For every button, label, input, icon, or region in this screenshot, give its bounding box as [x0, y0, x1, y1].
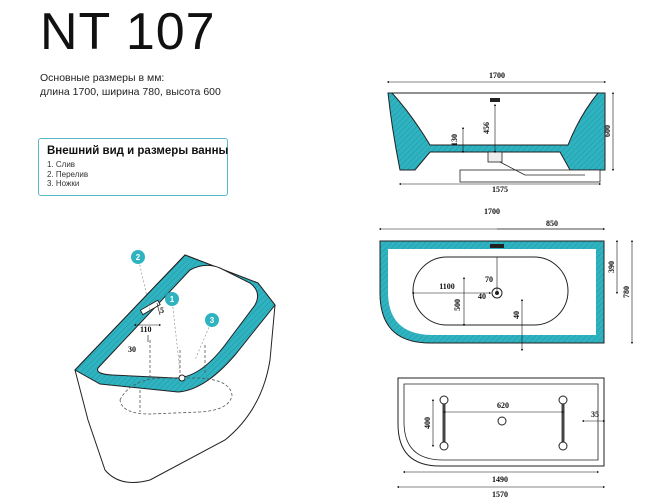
top-dim-780: 780: [622, 286, 631, 298]
top-dim-1700: 1700: [484, 207, 500, 216]
front-view: 1700 456 130 600 1575: [386, 71, 615, 194]
top-dim-40-b: 40: [512, 311, 521, 319]
top-dim-40-a: 40: [478, 292, 486, 301]
dimensions-line-2: длина 1700, ширина 780, высота 600: [40, 86, 221, 98]
front-dim-130: 130: [450, 134, 459, 146]
callout-2: 2: [131, 250, 145, 264]
bottom-dim-620: 620: [497, 401, 509, 410]
front-dim-1700: 1700: [489, 71, 505, 80]
bottom-dim-1570: 1570: [492, 490, 508, 499]
legend-title: Внешний вид и размеры ванны: [47, 145, 229, 157]
svg-text:1: 1: [170, 295, 175, 304]
front-dim-600: 600: [603, 125, 612, 137]
bottom-drain: [497, 416, 507, 426]
svg-text:2: 2: [136, 253, 141, 262]
front-dim-1575: 1575: [492, 185, 508, 194]
dimensions-summary: Основные размеры в мм: длина 1700, ширин…: [40, 71, 221, 99]
legend-item-drain: 1. Слив: [47, 160, 76, 169]
svg-text:3: 3: [210, 316, 215, 325]
product-title: NT 107: [40, 3, 216, 61]
legend-item-overflow: 2. Перелив: [47, 169, 89, 179]
iso-view: 5 110 30 2 1 3: [74, 250, 276, 483]
iso-drain: [178, 374, 186, 382]
legend-item-feet: 3. Ножки: [47, 179, 80, 188]
bottom-dim-35: 35: [591, 410, 599, 419]
iso-feet: [119, 340, 233, 415]
legend-box: Внешний вид и размеры ванны 1. Слив 2. П…: [38, 138, 228, 196]
callout-1: 1: [165, 292, 179, 306]
dimensions-line-1: Основные размеры в мм:: [40, 72, 165, 84]
top-dim-1100: 1100: [439, 282, 455, 291]
top-dim-70: 70: [485, 275, 493, 284]
top-dim-850: 850: [546, 219, 558, 228]
bottom-frame-inner: [403, 383, 599, 461]
bottom-dim-400: 400: [423, 417, 432, 429]
front-dim-456: 456: [482, 122, 491, 134]
iso-dim-30: 30: [128, 345, 136, 354]
bottom-feet: [439, 395, 568, 451]
bottom-view: 620 400 35 1490 1570: [396, 377, 606, 499]
bottom-dim-1490: 1490: [492, 475, 508, 484]
iso-dim-5: 5: [160, 306, 164, 315]
top-dim-390: 390: [607, 261, 616, 273]
top-view: 1700 850 390 780 1100 70 40 500 40: [378, 207, 634, 352]
iso-tub-basin: [97, 264, 259, 379]
top-dim-500: 500: [453, 299, 462, 311]
top-basin: [412, 256, 569, 326]
iso-dim-110: 110: [140, 325, 152, 334]
callout-3: 3: [205, 313, 219, 327]
